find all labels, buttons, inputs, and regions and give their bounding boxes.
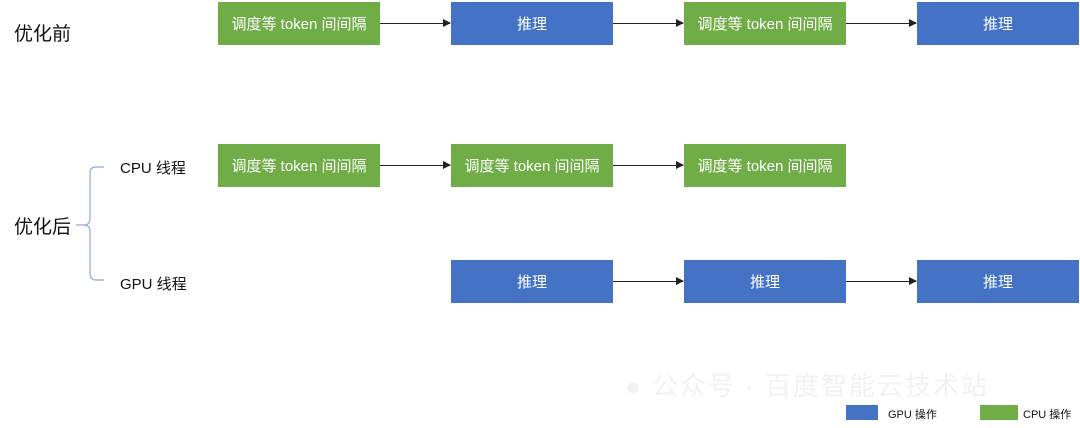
legend-gpu-swatch [846,405,878,420]
gpu-thread-label: GPU 线程 [120,276,187,293]
gpu-thread-step-1: 推理 [451,260,613,303]
arrow [380,161,451,169]
arrow [846,277,917,285]
arrow [613,161,684,169]
arrow [846,19,917,27]
cpu-thread-step-3: 调度等 token 间间隔 [684,144,846,187]
cpu-thread-label: CPU 线程 [120,160,186,177]
cpu-thread-step-2: 调度等 token 间间隔 [451,144,613,187]
legend-cpu-label: CPU 操作 [1023,409,1072,421]
before-label: 优化前 [14,24,72,45]
before-step-cpu-1: 调度等 token 间间隔 [218,2,380,45]
gpu-thread-step-2: 推理 [684,260,846,303]
after-label: 优化后 [14,217,72,238]
gpu-thread-step-3: 推理 [917,260,1079,303]
before-step-gpu-2: 推理 [917,2,1079,45]
before-step-gpu-1: 推理 [451,2,613,45]
before-step-cpu-2: 调度等 token 间间隔 [684,2,846,45]
cpu-thread-step-1: 调度等 token 间间隔 [218,144,380,187]
arrow [613,277,684,285]
legend-cpu-swatch [980,405,1018,420]
legend-gpu-label: GPU 操作 [888,409,937,421]
bracket [76,166,104,281]
arrow [380,19,451,27]
watermark: ● 公众号 · 百度智能云技术站 [625,371,990,401]
arrow [613,19,684,27]
